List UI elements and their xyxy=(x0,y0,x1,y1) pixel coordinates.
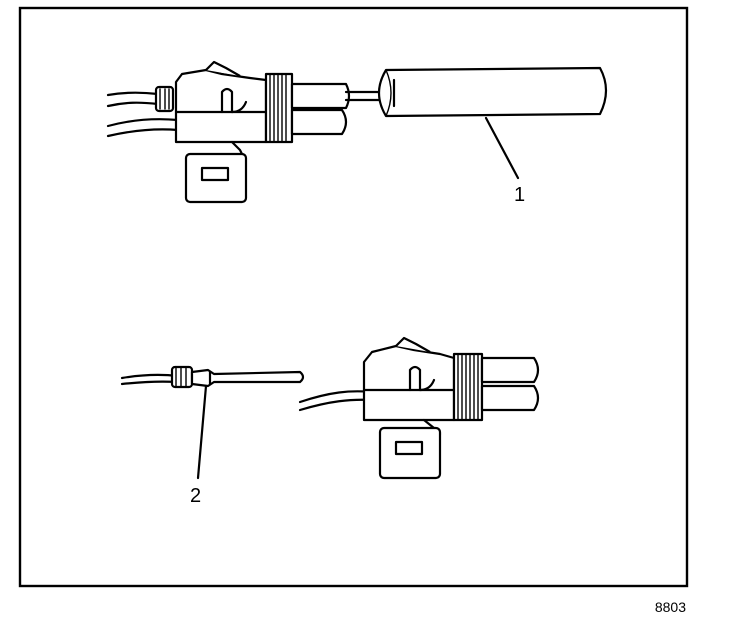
figure-id: 8803 xyxy=(655,599,686,615)
top-rear-tube-lower xyxy=(290,108,348,136)
top-wires xyxy=(106,91,180,138)
callout-1-label: 1 xyxy=(514,184,525,206)
top-rear-tube-upper xyxy=(290,82,351,110)
bottom-connector xyxy=(298,336,540,480)
terminal-removal-tool xyxy=(377,66,608,118)
tool-shaft xyxy=(344,90,382,102)
connector-with-tool-assembly: 1 xyxy=(106,60,608,206)
callout-2-leader xyxy=(196,384,208,480)
callout-1-leader xyxy=(484,116,520,180)
removed-terminal-group: 2 xyxy=(120,365,305,507)
top-connector-pigtail-clip xyxy=(184,140,248,204)
figure-frame xyxy=(18,6,689,588)
top-ribbed-collar xyxy=(264,72,294,144)
callout-2-label: 2 xyxy=(190,485,201,507)
